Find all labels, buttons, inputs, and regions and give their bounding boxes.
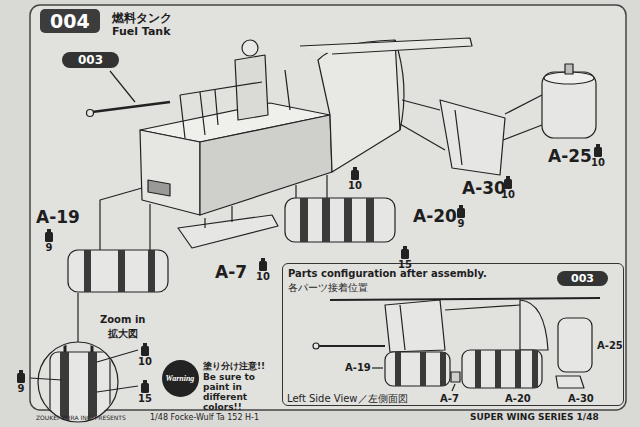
label-text: A-25	[597, 340, 623, 351]
paint-callout: 9	[13, 370, 29, 394]
paint-bottle	[258, 258, 268, 271]
callout-number: 9	[13, 383, 29, 394]
paint-callout: 15	[397, 246, 413, 270]
callout-number: 15	[397, 259, 413, 270]
part-number: A-7	[215, 262, 247, 282]
label-text: Fuel Tank	[112, 25, 171, 38]
callout-number: 10	[347, 180, 363, 191]
paint-callout: 10	[137, 343, 153, 367]
label-text: A-20	[505, 393, 531, 404]
label-text: 1/48 Focke-Wulf Ta 152 H-1	[150, 413, 259, 422]
part-number: A-20	[413, 206, 457, 226]
paint-callout: 15	[137, 380, 153, 404]
label-text: Zoom in	[100, 314, 145, 325]
paint-callout: 10	[590, 144, 606, 168]
label-text: 拡大図	[108, 327, 138, 341]
warning-icon: Warning	[162, 360, 199, 397]
paint-bottle	[400, 246, 410, 259]
paint-callout: 9	[453, 205, 469, 229]
part-number: A-19	[36, 207, 80, 227]
label-text: 塗り分け注意!!	[203, 360, 265, 373]
step-title: 燃料タンク	[112, 10, 172, 27]
inset-panel: Parts configuration after assembly.各パーツ接…	[282, 263, 624, 406]
paint-bottle	[140, 343, 150, 356]
callout-number: 9	[41, 242, 57, 253]
label-text: SUPER WING SERIES 1/48	[470, 412, 599, 422]
label-text: Left Side View／左側面図	[287, 392, 408, 406]
node-text: Warning	[166, 374, 195, 383]
paint-callout: 10	[500, 176, 516, 200]
node-text: 003	[571, 272, 594, 285]
paint-callout: 9	[41, 229, 57, 253]
label-text: ZOUKEI-MURA INC. PRESENTS	[36, 414, 126, 421]
callout-number: 10	[255, 271, 271, 282]
node-text: 003	[78, 53, 103, 67]
part-number: A-25	[548, 146, 592, 166]
callout-number: 10	[137, 356, 153, 367]
label-text: Be sure to paint in different colors!!	[203, 372, 279, 412]
paint-callout: 10	[255, 258, 271, 282]
label-text: A-7	[440, 393, 459, 404]
node-text: 004	[50, 10, 90, 32]
paint-bottle	[350, 167, 360, 180]
paint-callout: 10	[347, 167, 363, 191]
callout-number: 10	[500, 189, 516, 200]
callout-number: 10	[590, 157, 606, 168]
paint-bottle	[16, 370, 26, 383]
part-number: A-30	[462, 178, 506, 198]
step-number: 004	[40, 9, 100, 33]
callout-number: 15	[137, 393, 153, 404]
assembly-tag: 003	[557, 271, 608, 286]
label-text: A-30	[568, 393, 594, 404]
assembly-tag: 003	[62, 52, 119, 68]
paint-bottle	[593, 144, 603, 157]
paint-bottle	[503, 176, 513, 189]
paint-bottle	[44, 229, 54, 242]
paint-bottle	[140, 380, 150, 393]
paint-bottle	[456, 205, 466, 218]
label-text: A-19	[345, 362, 371, 373]
callout-number: 9	[453, 218, 469, 229]
